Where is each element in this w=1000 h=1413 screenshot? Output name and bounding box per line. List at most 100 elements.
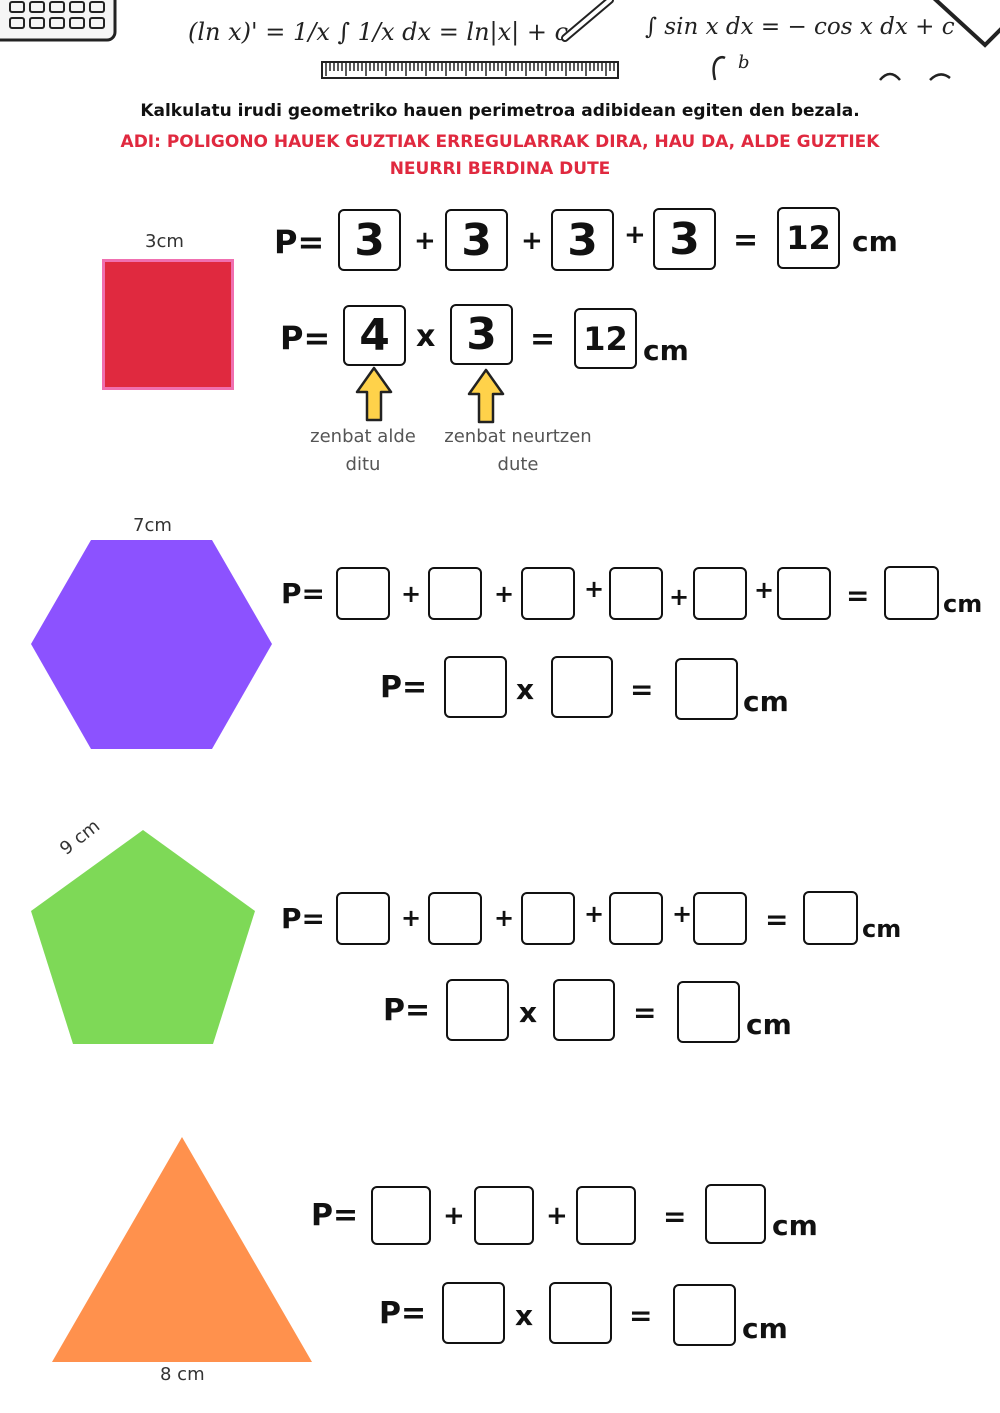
warning-text: ADI: POLIGONO HAUEK GUZTIAK ERREGULARRAK… xyxy=(0,129,1000,183)
hexagon-mult-result-box[interactable] xyxy=(675,658,738,720)
hexagon-sum-box-5[interactable] xyxy=(693,567,747,620)
triangle-shape xyxy=(52,1137,312,1362)
pentagon-mult-length-box[interactable] xyxy=(553,979,615,1041)
plus-sign: + xyxy=(669,583,690,611)
example-sum-box-1: 3 xyxy=(338,209,401,271)
plus-sign: + xyxy=(624,220,646,250)
unit-label: cm xyxy=(862,915,902,943)
triangle-sum-p-label: P= xyxy=(311,1198,359,1233)
pentagon-sum-box-1[interactable] xyxy=(336,892,390,945)
pentagon-sum-result-box[interactable] xyxy=(803,891,858,945)
calculator-icon xyxy=(0,0,117,42)
warning-line-2: NEURRI BERDINA DUTE xyxy=(389,159,611,179)
hexagon-sum-box-3[interactable] xyxy=(521,567,575,620)
square-side-label: 3cm xyxy=(145,231,184,252)
pencil-icon xyxy=(561,0,614,42)
example-mult-length-box: 3 xyxy=(450,304,513,365)
times-sign: x xyxy=(515,1299,534,1332)
equals-sign: = xyxy=(633,996,657,1029)
plus-sign: + xyxy=(754,576,775,604)
pentagon-shape xyxy=(31,830,255,1044)
triangle-mult-sides-box[interactable] xyxy=(442,1282,505,1344)
hexagon-side-label: 7cm xyxy=(133,515,172,536)
example-sum-result-box: 12 xyxy=(777,207,840,269)
pentagon-sum-box-4[interactable] xyxy=(609,892,663,945)
pentagon-mult-sides-box[interactable] xyxy=(446,979,509,1041)
example-mult-p-label: P= xyxy=(280,319,331,357)
triangle-mult-length-box[interactable] xyxy=(549,1282,612,1344)
unit-label: cm xyxy=(743,685,789,718)
plus-sign: + xyxy=(401,904,422,932)
unit-label: cm xyxy=(943,590,983,618)
equals-sign: = xyxy=(630,673,654,706)
set-square-icon xyxy=(932,0,1000,48)
hexagon-shape xyxy=(31,540,272,749)
triangle-sum-box-1[interactable] xyxy=(371,1186,431,1245)
pentagon-sum-box-3[interactable] xyxy=(521,892,575,945)
example-sum-box-3: 3 xyxy=(551,209,614,271)
triangle-mult-p-label: P= xyxy=(379,1296,427,1331)
hexagon-mult-p-label: P= xyxy=(380,670,428,705)
plus-sign: + xyxy=(584,900,605,928)
times-sign: x xyxy=(519,996,538,1029)
hexagon-sum-p-label: P= xyxy=(281,577,325,610)
plus-sign: + xyxy=(521,226,543,256)
equals-sign: = xyxy=(663,1200,687,1233)
integral-sketch: b xyxy=(712,52,951,81)
plus-sign: + xyxy=(443,1201,465,1231)
equals-sign: = xyxy=(629,1299,653,1332)
warning-line-1: ADI: POLIGONO HAUEK GUZTIAK ERREGULARRAK… xyxy=(120,132,880,152)
triangle-sum-box-3[interactable] xyxy=(576,1186,636,1245)
ruler-icon xyxy=(321,61,619,79)
plus-sign: + xyxy=(672,900,693,928)
example-sum-box-2: 3 xyxy=(445,209,508,271)
times-sign: x xyxy=(416,319,436,354)
arrow-up-icon xyxy=(355,366,393,422)
equals-sign: = xyxy=(846,579,870,612)
plus-sign: + xyxy=(494,580,515,608)
triangle-mult-result-box[interactable] xyxy=(673,1284,736,1346)
example-sum-p-label: P= xyxy=(274,223,325,261)
formula-sin: ∫ sin x dx = − cos x dx + c xyxy=(645,14,955,40)
equals-sign: = xyxy=(530,322,556,357)
unit-label: cm xyxy=(772,1209,818,1242)
unit-label: cm xyxy=(742,1312,788,1345)
equals-sign: = xyxy=(765,903,789,936)
plus-sign: + xyxy=(414,226,436,256)
unit-label: cm xyxy=(746,1008,792,1041)
times-sign: x xyxy=(516,673,535,706)
pentagon-sum-p-label: P= xyxy=(281,902,325,935)
example-mult-sides-box: 4 xyxy=(343,305,406,366)
pentagon-mult-p-label: P= xyxy=(383,993,431,1028)
arrow-up-icon xyxy=(467,368,505,424)
svg-text:b: b xyxy=(738,52,750,73)
hexagon-mult-length-box[interactable] xyxy=(551,656,613,718)
example-sum-box-4: 3 xyxy=(653,208,716,270)
unit-label: cm xyxy=(643,334,689,367)
example-mult-result-box: 12 xyxy=(574,308,637,369)
unit-label: cm xyxy=(852,225,898,258)
caption-length: zenbat neurtzen dute xyxy=(444,426,592,475)
hexagon-sum-box-2[interactable] xyxy=(428,567,482,620)
pentagon-mult-result-box[interactable] xyxy=(677,981,740,1043)
caption-sides: zenbat alde ditu xyxy=(310,426,416,475)
hexagon-sum-box-4[interactable] xyxy=(609,567,663,620)
pentagon-sum-box-5[interactable] xyxy=(693,892,747,945)
header-band: (ln x)' = 1/x ∫ 1/x dx = ln|x| + c ∫ sin… xyxy=(0,0,1000,82)
square-shape xyxy=(102,259,234,390)
plus-sign: + xyxy=(494,904,515,932)
triangle-sum-result-box[interactable] xyxy=(705,1184,766,1244)
hexagon-sum-box-6[interactable] xyxy=(777,567,831,620)
plus-sign: + xyxy=(584,575,605,603)
hexagon-sum-result-box[interactable] xyxy=(884,566,939,620)
plus-sign: + xyxy=(546,1201,568,1231)
hexagon-sum-box-1[interactable] xyxy=(336,567,390,620)
plus-sign: + xyxy=(401,580,422,608)
pentagon-sum-box-2[interactable] xyxy=(428,892,482,945)
triangle-sum-box-2[interactable] xyxy=(474,1186,534,1245)
triangle-side-label: 8 cm xyxy=(160,1364,205,1385)
hexagon-mult-sides-box[interactable] xyxy=(444,656,507,718)
instruction-text: Kalkulatu irudi geometriko hauen perimet… xyxy=(140,101,860,121)
formula-ln: (ln x)' = 1/x ∫ 1/x dx = ln|x| + c xyxy=(188,18,569,46)
equals-sign: = xyxy=(733,223,759,258)
